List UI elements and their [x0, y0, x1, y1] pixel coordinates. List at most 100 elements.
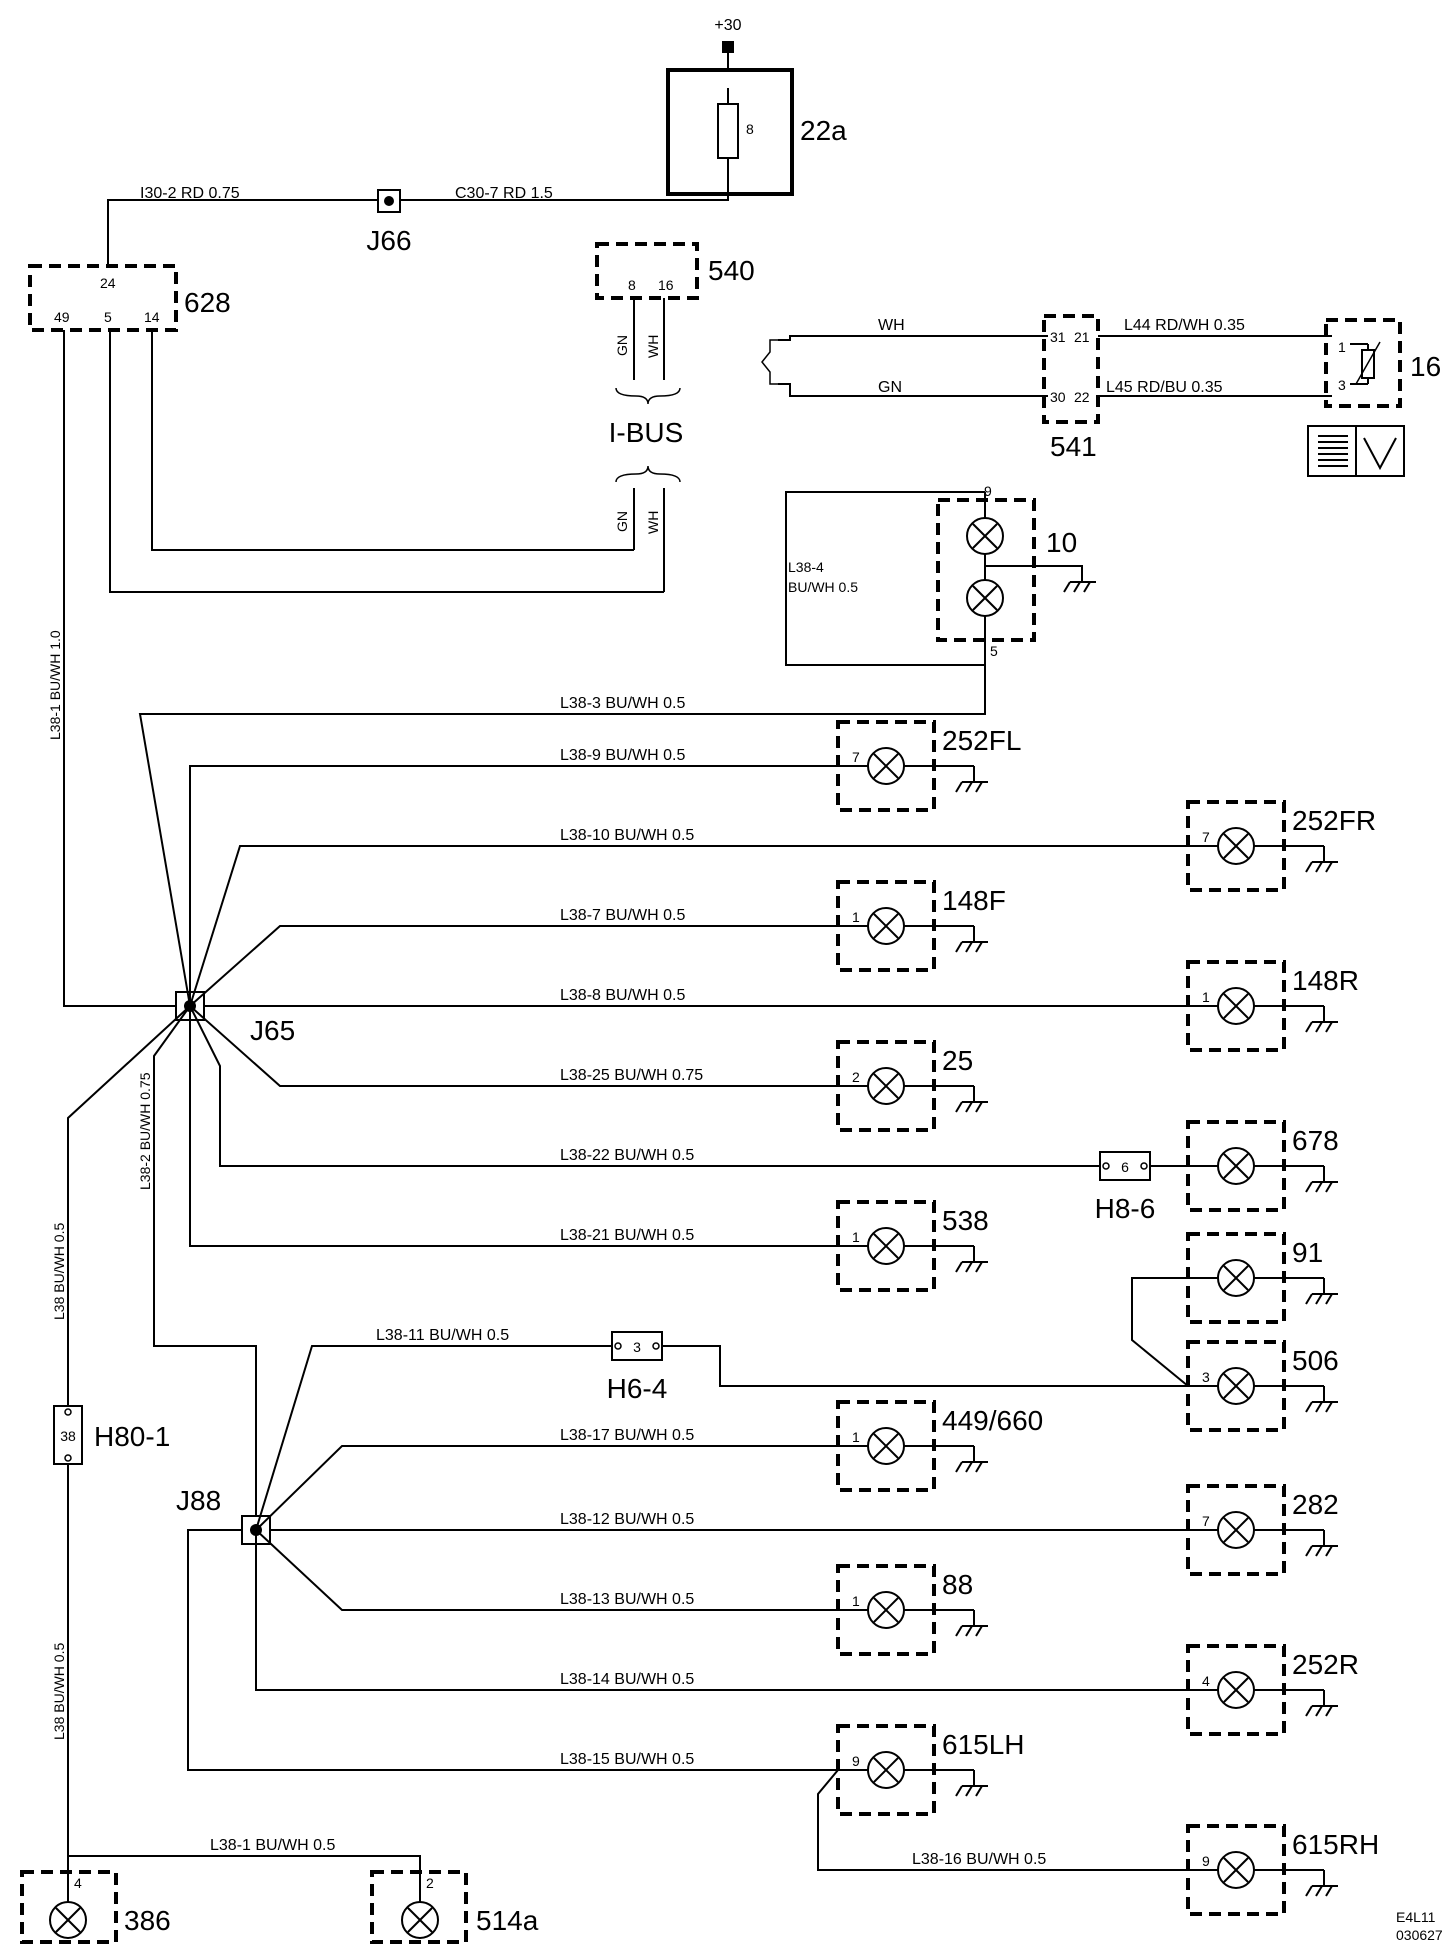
pin-148f: 1 — [852, 909, 860, 925]
label-88: 88 — [942, 1569, 973, 1600]
wire-c30-label: C30-7 RD 1.5 — [455, 185, 553, 202]
ibus-bottom-wh: WH — [645, 511, 661, 534]
c540-pin-8: 8 — [628, 277, 636, 293]
c10-wire-line2: BU/WH 0.5 — [788, 579, 858, 595]
h8-6-pin: 6 — [1121, 1159, 1129, 1175]
pin-25: 2 — [852, 1069, 860, 1085]
c628-pin-5: 5 — [104, 309, 112, 325]
label-615rh: 615RH — [1292, 1829, 1379, 1860]
pin-449-660: 1 — [852, 1429, 860, 1445]
splice-j88-label: J88 — [176, 1485, 221, 1516]
connector-541 — [1042, 314, 1100, 424]
component-506: 3 506 — [1186, 1340, 1339, 1432]
component-449-660: 1 449/660 — [836, 1400, 1043, 1492]
c540-id: 540 — [708, 255, 755, 286]
pin-615lh: 9 — [852, 1753, 860, 1769]
c16-pin-1: 1 — [1338, 339, 1346, 355]
brace-541 — [761, 339, 778, 385]
splice-j65-label: J65 — [250, 1015, 295, 1046]
component-16 — [1324, 318, 1402, 408]
ibus-top-wh: WH — [645, 335, 661, 358]
fuse-symbol — [717, 103, 739, 159]
component-252fl: 7 252FL — [836, 720, 1021, 812]
c386-id: 386 — [124, 1905, 171, 1936]
connector-540 — [595, 242, 699, 300]
pin-148r: 1 — [1202, 989, 1210, 1005]
wire-j65-j88-label: L38-2 BU/WH 0.75 — [137, 1072, 153, 1190]
pin-282: 7 — [1202, 1513, 1210, 1529]
pin-538: 1 — [852, 1229, 860, 1245]
c386-pin: 4 — [74, 1875, 82, 1891]
wire-l38-12-label: L38-12 BU/WH 0.5 — [560, 1511, 694, 1528]
wire-i30-label: I30-2 RD 0.75 — [140, 185, 240, 202]
c514a-pin: 2 — [426, 1875, 434, 1891]
wire-l45-label: L45 RD/BU 0.35 — [1106, 379, 1223, 396]
c628-id: 628 — [184, 287, 231, 318]
fuse-id: 22a — [800, 115, 847, 146]
pin-506: 3 — [1202, 1369, 1210, 1385]
component-678: 678 — [1186, 1120, 1339, 1212]
component-282: 7 282 — [1186, 1484, 1339, 1576]
wire-l38-11-label: L38-11 BU/WH 0.5 — [376, 1327, 509, 1344]
wire-l38-22-label: L38-22 BU/WH 0.5 — [560, 1147, 694, 1164]
wire-l38-25-label: L38-25 BU/WH 0.75 — [560, 1067, 703, 1084]
c10-pin-9: 9 — [984, 483, 992, 499]
c628-pin-24: 24 — [100, 275, 116, 291]
label-252r: 252R — [1292, 1649, 1359, 1680]
c10-pin-5: 5 — [990, 643, 998, 659]
pin-615rh: 9 — [1202, 1853, 1210, 1869]
wire-bottom-label: L38-1 BU/WH 0.5 — [210, 1837, 335, 1854]
c16-pin-3: 3 — [1338, 377, 1346, 393]
component-252r: 4 252R — [1186, 1644, 1359, 1736]
component-514a — [370, 1870, 468, 1944]
pin-252fl: 7 — [852, 749, 860, 765]
c514a-id: 514a — [476, 1905, 539, 1936]
wire-l38-8-label: L38-8 BU/WH 0.5 — [560, 987, 685, 1004]
component-88: 1 88 — [836, 1564, 988, 1656]
component-91: 91 — [1186, 1232, 1338, 1324]
splice-j66-label: J66 — [366, 225, 411, 256]
c541-pin-30: 30 — [1050, 389, 1066, 405]
h80-1-pin: 38 — [60, 1428, 76, 1444]
component-615rh: 9 615RH — [1186, 1824, 1379, 1916]
pin-252r: 4 — [1202, 1673, 1210, 1689]
trunk-left-label: L38-1 BU/WH 1.0 — [47, 630, 63, 740]
component-615lh: 9 615LH — [836, 1724, 1025, 1816]
fuse-box-22a — [666, 68, 794, 196]
wire-l38-13-label: L38-13 BU/WH 0.5 — [560, 1591, 694, 1608]
c628-pin-14: 14 — [144, 309, 160, 325]
supply-label: +30 — [714, 17, 741, 34]
ibus-label: I-BUS — [609, 417, 684, 448]
h6-4-label: H6-4 — [607, 1373, 668, 1404]
c628-pin-49: 49 — [54, 309, 70, 325]
label-91: 91 — [1292, 1237, 1323, 1268]
c16-id: 16 — [1410, 351, 1441, 382]
c10-id: 10 — [1046, 527, 1077, 558]
pin-88: 1 — [852, 1593, 860, 1609]
label-252fl: 252FL — [942, 725, 1021, 756]
label-506: 506 — [1292, 1345, 1339, 1376]
h8-6-label: H8-6 — [1095, 1193, 1156, 1224]
ibus-brace-top — [615, 387, 681, 405]
ref-line1: E4L11 — [1396, 1909, 1436, 1925]
pin-252fr: 7 — [1202, 829, 1210, 845]
c541-pin-21: 21 — [1074, 329, 1090, 345]
c541-pin-22: 22 — [1074, 389, 1090, 405]
wire-l38-3-label: L38-3 BU/WH 0.5 — [560, 695, 685, 712]
label-615lh: 615LH — [942, 1729, 1025, 1760]
h6-4-pin: 3 — [633, 1339, 641, 1355]
component-25: 225 — [836, 1040, 988, 1132]
wire-l38-15-label: L38-15 BU/WH 0.5 — [560, 1751, 694, 1768]
wire-l38-21-label: L38-21 BU/WH 0.5 — [560, 1227, 694, 1244]
h80-1-label: H80-1 — [94, 1421, 170, 1452]
wire-l38-14-label: L38-14 BU/WH 0.5 — [560, 1671, 694, 1688]
ibus-bottom-gn: GN — [614, 511, 630, 532]
wire-l44-label: L44 RD/WH 0.35 — [1124, 317, 1245, 334]
wire-l38-16-label: L38-16 BU/WH 0.5 — [912, 1851, 1046, 1868]
label-282: 282 — [1292, 1489, 1339, 1520]
label-449-660: 449/660 — [942, 1405, 1043, 1436]
